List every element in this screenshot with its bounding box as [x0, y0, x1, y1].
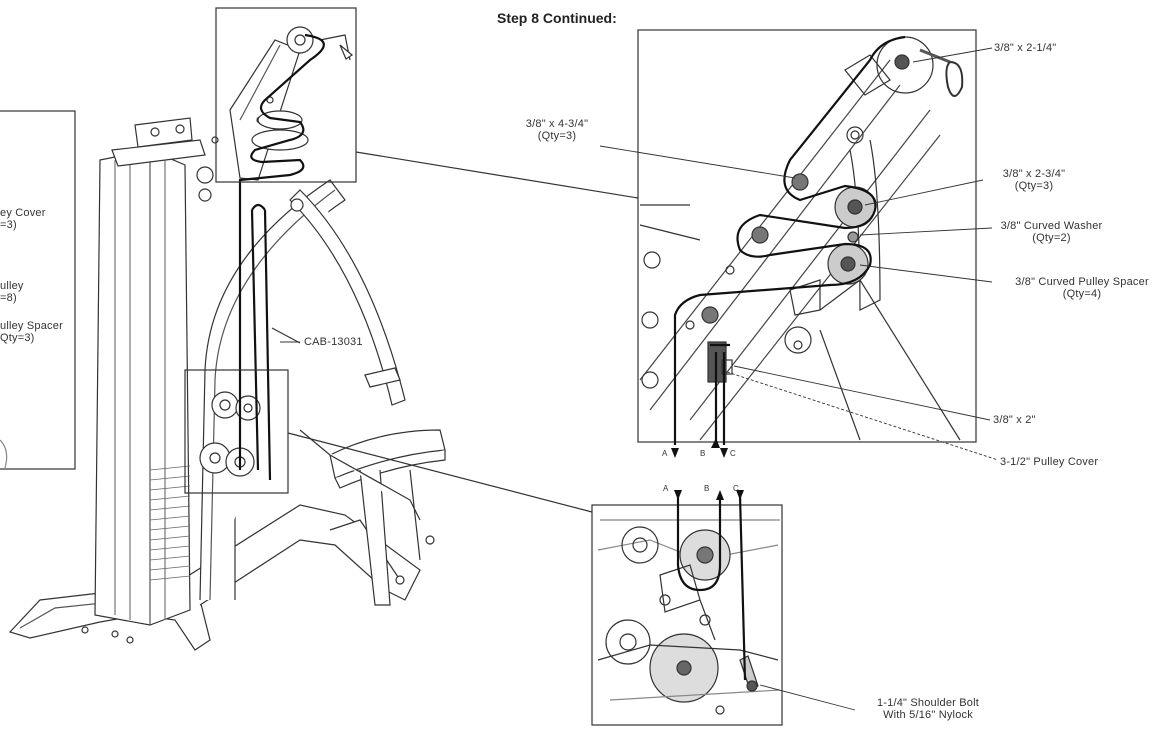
- callout-pulley-spacer: 3/8" Curved Pulley Spacer(Qty=4): [1015, 276, 1149, 300]
- left-label-pulley-cover: ey Cover=3): [0, 207, 46, 231]
- callout-pulley-cover: 3-1/2" Pulley Cover: [1000, 456, 1099, 468]
- main-cable: [238, 33, 325, 481]
- step-title: Step 8 Continued:: [497, 10, 617, 26]
- callout-curved-washer: 3/8" Curved Washer(Qty=2): [1000, 220, 1103, 244]
- lower-detail-art: [597, 519, 781, 715]
- callout-bolt-4-3-4: 3/8" x 4-3/4"(Qty=3): [525, 118, 589, 142]
- leader-lines: [280, 47, 999, 711]
- callout-bolt-2-3-4: 3/8" x 2-3/4"(Qty=3): [1002, 168, 1066, 192]
- cable-end-c-upper: C: [730, 449, 736, 458]
- gym-machine: [8, 26, 446, 651]
- upper-detail-box: [215, 7, 357, 183]
- upper-detail-art: [639, 36, 964, 441]
- cable-end-c-lower: C: [733, 484, 739, 493]
- callout-bolt-2: 3/8" x 2": [993, 414, 1036, 426]
- callout-bolt-2-1-4: 3/8" x 2-1/4": [994, 42, 1057, 54]
- upper-detail-cable: [673, 35, 906, 445]
- lower-detail-cable: [676, 494, 747, 681]
- upper-right-detail-panel: [637, 29, 977, 443]
- cable-end-b-upper: B: [700, 449, 706, 458]
- lower-detail-box: [184, 369, 289, 494]
- cable-label: CAB-13031: [304, 336, 363, 348]
- left-detail-box: [0, 110, 76, 470]
- cable-end-a-lower: A: [663, 484, 669, 493]
- cable-end-a-upper: A: [662, 449, 668, 458]
- left-label-pulley: ulley=8): [0, 280, 24, 304]
- cable-end-b-lower: B: [704, 484, 710, 493]
